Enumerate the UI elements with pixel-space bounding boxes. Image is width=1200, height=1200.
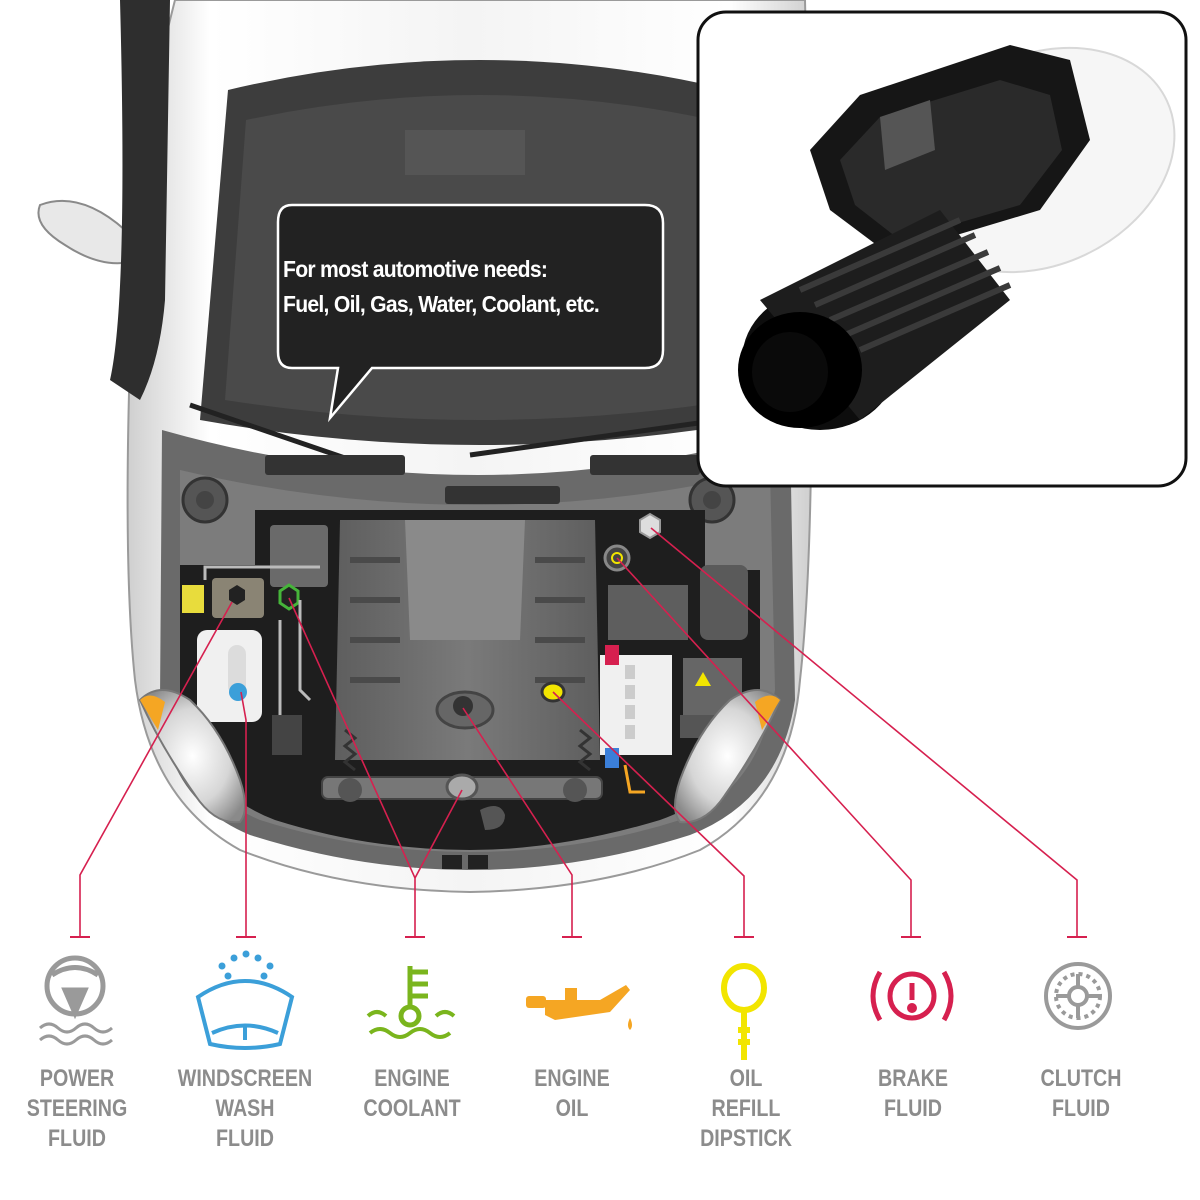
coolant-thermometer-icon (366, 966, 456, 1039)
label-brake-fluid: BRAKE FLUID (878, 1065, 948, 1122)
steering-wheel-icon (39, 955, 113, 1046)
label-power-steering-fluid: POWER STEERING FLUID (26, 1065, 128, 1152)
engine-bay (180, 510, 760, 869)
speech-bubble (276, 203, 665, 423)
clutch-plate-icon (1044, 962, 1112, 1030)
dipstick-icon (721, 963, 767, 1060)
label-windscreen-wash-fluid: WINDSCREEN WASH FLUID (177, 1065, 313, 1152)
fitting-inset-photo (696, 10, 1188, 488)
label-engine-oil: ENGINE OIL (534, 1065, 610, 1122)
leader-lines (79, 527, 1078, 936)
left-headlight (138, 689, 246, 824)
oil-can-icon (526, 985, 632, 1030)
label-oil-refill-dipstick: OIL REFILL DIPSTICK (700, 1065, 792, 1152)
right-headlight (674, 689, 782, 824)
label-engine-coolant: ENGINE COOLANT (363, 1065, 461, 1122)
windscreen-washer-icon (195, 950, 295, 1050)
an-bulkhead-fitting-icon (738, 45, 1176, 430)
callout-line-1: For most automotive needs: (283, 256, 548, 282)
brake-warning-icon (870, 970, 954, 1022)
label-clutch-fluid: CLUTCH FLUID (1040, 1065, 1122, 1122)
callout-text: For most automotive needs: Fuel, Oil, Ga… (283, 252, 633, 322)
callout-line-2: Fuel, Oil, Gas, Water, Coolant, etc. (283, 291, 600, 317)
